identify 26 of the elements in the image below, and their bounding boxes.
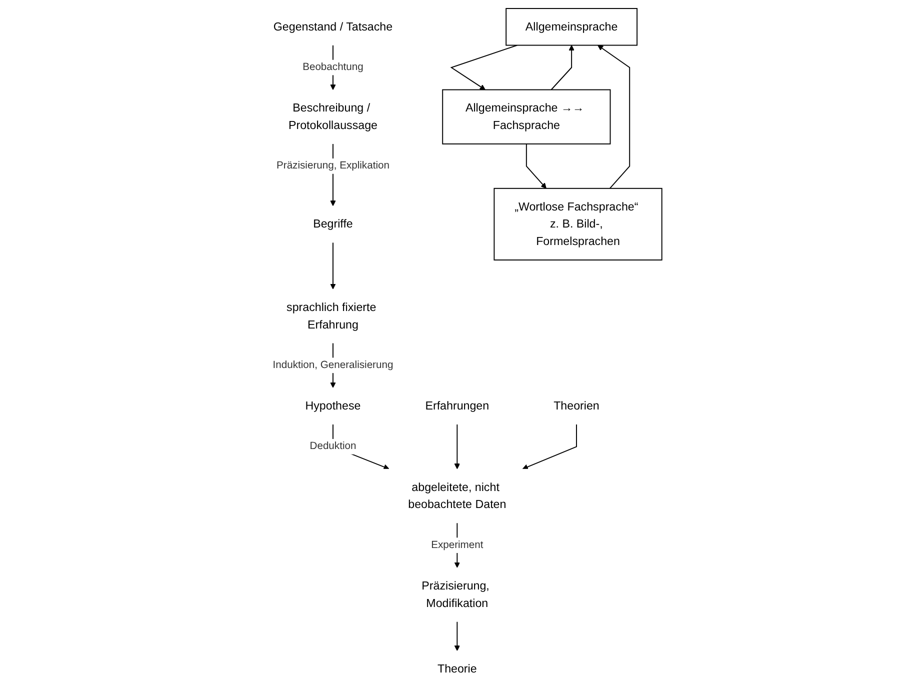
arrow [330, 242, 336, 290]
arrow [454, 621, 460, 651]
node-text: Begriffe [313, 217, 353, 230]
edge-label: Beobachtung [302, 62, 364, 73]
node-text: Präzisierung, Modifikation [422, 579, 490, 610]
node-box: Allgemeinsprache [506, 8, 638, 46]
node-text: Theorie [437, 662, 477, 676]
node-box: Allgemeinsprache →→ Fachsprache [442, 89, 611, 144]
arrow [522, 424, 577, 470]
arrow [454, 424, 460, 470]
node-text: abgeleitete, nicht beobachtete Daten [408, 480, 506, 511]
node-box: „Wortlose Fachsprache“ z. B. Bild-, Formelsprachen [494, 188, 662, 260]
node-text: Erfahrungen [425, 399, 490, 412]
edge-label: Präzisierung, Explikation [276, 160, 390, 172]
node-text: Theorien [554, 399, 600, 412]
node-text: Beschreibung / Protokollaussage [288, 101, 378, 132]
edge-label: Experiment [431, 540, 484, 550]
node-text: Hypothese [305, 399, 361, 412]
edge-label: Deduktion [310, 440, 356, 452]
arrow [450, 44, 518, 90]
arrow [550, 45, 574, 90]
edge-label: Induktion, Generalisierung [272, 360, 394, 371]
arrow [526, 143, 546, 189]
arrow [598, 45, 630, 189]
node-text: Gegenstand / Tatsache [273, 20, 393, 34]
node-text: sprachlich fixierte Erfahrung [286, 300, 376, 331]
